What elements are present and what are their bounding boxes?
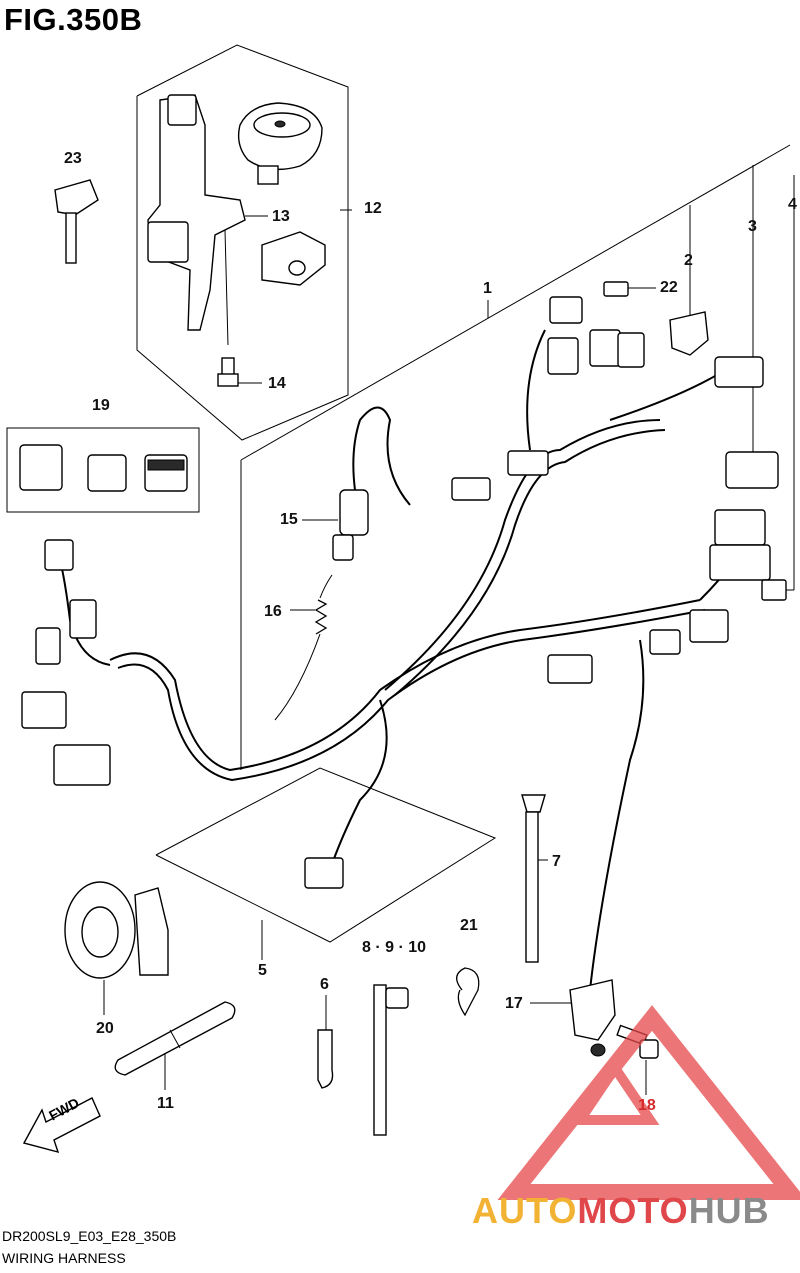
ignition-switch-set	[136, 44, 349, 441]
main-harness-1	[59, 329, 761, 991]
fwd-arrow-icon	[22, 1097, 101, 1154]
watermark-part-2: MOTO	[577, 1190, 689, 1231]
footer-section-name: WIRING HARNESS	[2, 1250, 126, 1266]
clamp-21	[456, 967, 480, 1017]
callout-8-9-10: 8 · 9 · 10	[362, 939, 427, 956]
callout-15: 15	[280, 511, 298, 528]
horn-20	[64, 881, 169, 979]
callout-22: 22	[660, 279, 678, 296]
callout-5: 5	[258, 962, 267, 979]
leader-lines	[103, 165, 795, 1095]
sensor-17	[569, 979, 616, 1057]
callout-13: 13	[272, 208, 290, 225]
connector-set-19	[6, 427, 200, 513]
callout-14: 14	[268, 375, 286, 392]
cable-tie-7	[521, 794, 546, 963]
callout-7: 7	[552, 853, 561, 870]
footer-model-code: DR200SL9_E03_E28_350B	[2, 1228, 177, 1244]
watermark-brand: AUTOMOTOHUB	[472, 1190, 770, 1232]
callout-16: 16	[264, 603, 282, 620]
callout-2: 2	[684, 252, 693, 269]
key-23	[54, 179, 99, 264]
spring-16	[274, 574, 333, 721]
callout-21: 21	[460, 917, 478, 934]
callout-6: 6	[320, 976, 329, 993]
clamp-8-9-10	[373, 984, 409, 1136]
callout-1: 1	[483, 280, 492, 297]
brake-switch-15	[332, 489, 369, 561]
watermark-part-1: AUTO	[472, 1190, 578, 1231]
callout-3: 3	[748, 218, 757, 235]
watermark-part-3: HUB	[688, 1190, 770, 1231]
callout-20: 20	[96, 1020, 114, 1037]
callout-4: 4	[788, 196, 797, 213]
callout-18: 18	[638, 1097, 656, 1114]
callout-23: 23	[64, 150, 82, 167]
watermark-logo-icon	[497, 1005, 800, 1200]
callout-19: 19	[92, 397, 110, 414]
figure-title: FIG.350B	[4, 2, 143, 37]
callout-12: 12	[364, 200, 382, 217]
strap-11	[114, 1001, 236, 1076]
harness-connectors	[21, 281, 787, 889]
bolt-14	[217, 357, 239, 387]
callout-11: 11	[157, 1095, 174, 1112]
callout-17: 17	[505, 995, 523, 1012]
clamp-6	[317, 1029, 334, 1089]
